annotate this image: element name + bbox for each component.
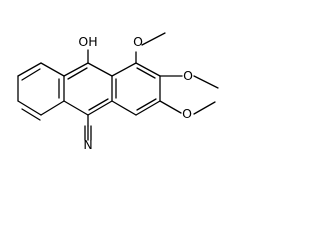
bond-center-c9-left xyxy=(63,100,89,116)
bond-left-ring-top xyxy=(40,100,65,116)
bond-methoxy-3-me xyxy=(193,75,219,89)
nitrile-n-label: N xyxy=(83,137,92,152)
methoxy-3-o-label: O xyxy=(183,68,193,83)
bond-center-c9-right-inner xyxy=(88,98,109,111)
bond-right-ring-top-left xyxy=(111,100,137,116)
bond-left-ring-lower xyxy=(40,62,65,77)
bond-left-ring-upper-left-inner xyxy=(21,108,41,121)
bond-methoxy-4-me xyxy=(141,32,166,46)
hydroxyl-label: OH xyxy=(78,34,97,49)
bond-right-ring-lower-left xyxy=(111,62,137,77)
bond-methoxy-2-me xyxy=(193,101,216,115)
bond-methoxy-2-o xyxy=(159,100,182,114)
bond-left-ring-lower-left xyxy=(17,62,42,77)
bond-right-ring-lower-right-inner xyxy=(136,67,156,79)
bond-right-ring-top-right-inner xyxy=(136,98,157,111)
bond-right-ring-top-right xyxy=(135,100,161,116)
bond-left-ring-lower-left-inner xyxy=(21,68,41,81)
bond-center-c10-left xyxy=(63,62,89,77)
structure-diagram: N OH O O O xyxy=(17,32,219,152)
bond-right-ring-lower-right xyxy=(135,62,161,77)
methoxy-4-o-label: O xyxy=(133,34,143,49)
bond-center-c9-right xyxy=(87,100,113,116)
bond-center-c10-left-inner xyxy=(67,67,88,80)
bond-center-c10-right xyxy=(87,62,113,77)
bond-left-ring-upper-left xyxy=(17,100,42,116)
methoxy-2-o-label: O xyxy=(182,106,192,121)
